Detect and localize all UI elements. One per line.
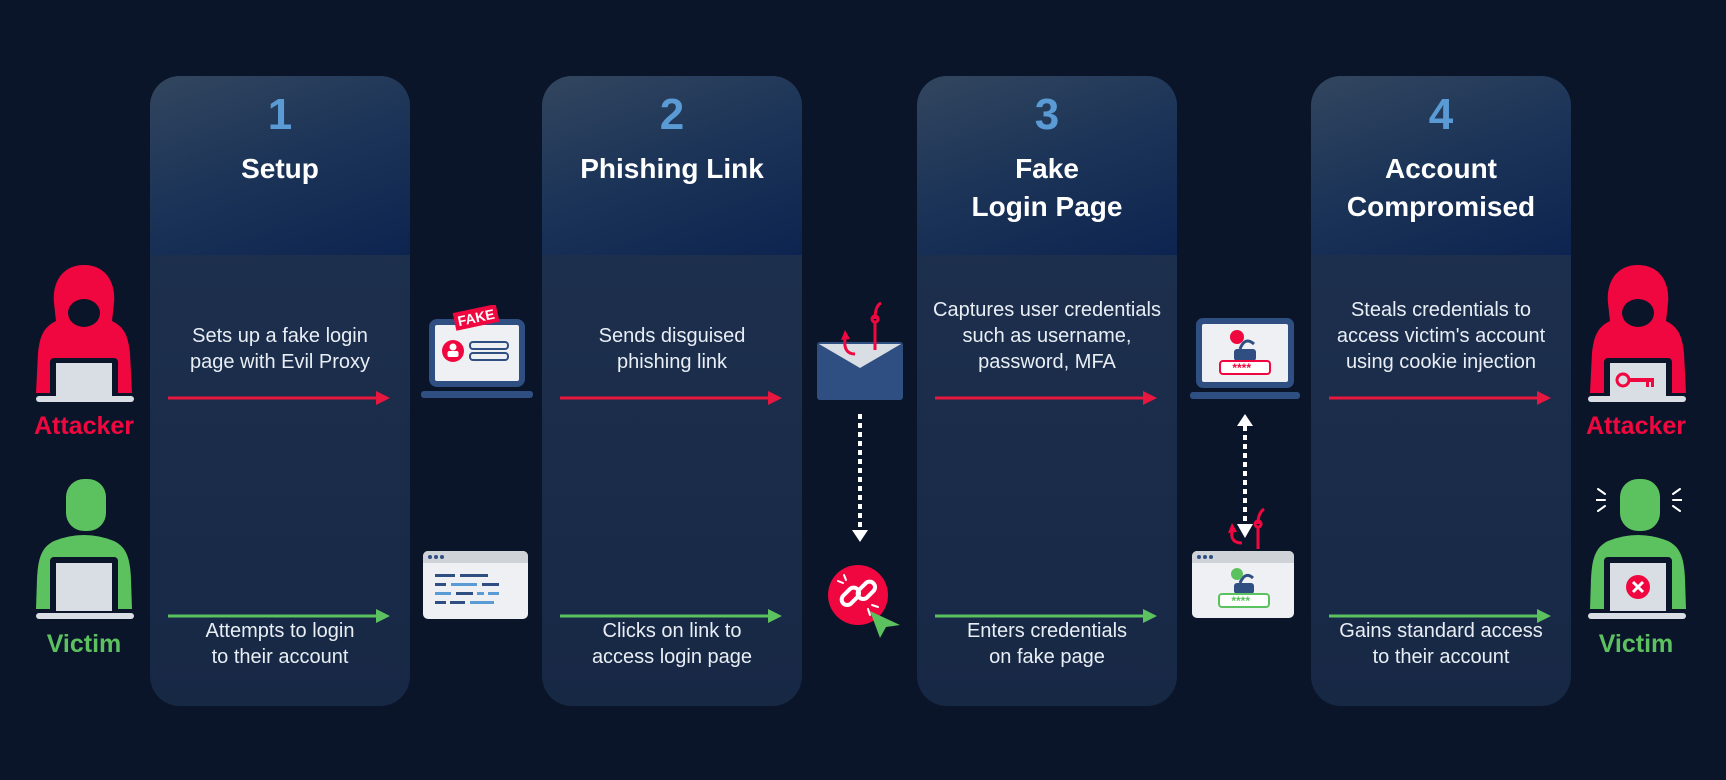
step-1-attacker-text: Sets up a fake login page with Evil Prox… [155, 323, 405, 375]
attacker-hacker-icon [36, 265, 132, 402]
attacker-laptop-base [36, 396, 134, 402]
attacker-label-left: Attacker [33, 412, 135, 440]
step-4-title: Account Compromised [1311, 150, 1571, 226]
step-4-title-line: Account [1385, 153, 1497, 184]
text-line: Steals credentials to [1350, 299, 1532, 321]
text-line: Enters credentials [966, 620, 1128, 642]
text-line: password, MFA [978, 351, 1116, 373]
step-4-attacker-text: Steals credentials to access victim's ac… [1311, 297, 1571, 375]
text-line: access login page [591, 646, 753, 668]
phishing-email-hook-icon [817, 301, 903, 400]
broken-link-click-icon [828, 565, 900, 638]
text-line: Sends disguised [598, 325, 746, 347]
step-1-title-line: Setup [241, 153, 319, 184]
step-3-attacker-text: Captures user credentials such as userna… [917, 297, 1177, 375]
step-2-title: Phishing Link [542, 150, 802, 188]
step-4-title-line: Compromised [1346, 191, 1536, 222]
step-4-column: 4 Account Compromised Steals credentials… [1311, 76, 1571, 706]
attacker-label-right: Attacker [1585, 412, 1687, 440]
step-3-victim-text: Enters credentials on fake page [922, 618, 1172, 670]
step-1-victim-text: Attempts to login to their account [155, 618, 405, 670]
alarm-lines-icon [1596, 488, 1682, 512]
text-line: phishing link [616, 351, 728, 373]
text-line: Captures user credentials [933, 299, 1161, 321]
text-line: such as username, [962, 325, 1132, 347]
step-1-column: 1 Setup Sets up a fake login page with E… [150, 76, 410, 706]
text-line: access victim's account [1336, 325, 1546, 347]
step-2-attacker-text: Sends disguised phishing link [547, 323, 797, 375]
attacker-arrow-3 [935, 391, 1157, 405]
step-3-title: Fake Login Page [917, 150, 1177, 226]
step-3-number: 3 [1034, 90, 1060, 139]
step-1-number: 1 [267, 90, 293, 139]
victim-label-left: Victim [46, 630, 122, 658]
text-line: Attempts to login [205, 620, 355, 642]
attacker-arrow-1 [168, 391, 390, 405]
attacker-arrow-4 [1329, 391, 1551, 405]
step-3-header: 3 Fake Login Page [917, 76, 1177, 255]
step-4-number: 4 [1428, 90, 1454, 139]
step-2-number: 2 [659, 90, 685, 139]
attacker-laptop-base-right [1588, 396, 1686, 402]
victim-laptop-base-right [1588, 613, 1686, 619]
step-3-title-line: Login Page [971, 191, 1123, 222]
victim-arrow-3 [935, 609, 1157, 623]
credential-capture-laptop-icon: ****_ [1190, 318, 1300, 399]
step-3-column: 3 Fake Login Page Captures user credenti… [917, 76, 1177, 706]
fake-login-laptop-icon: FAKE [421, 305, 533, 398]
step-4-header: 4 Account Compromised [1311, 76, 1571, 255]
fake-page-credential-entry-icon: ****_ [1192, 507, 1294, 618]
dotted-arrow-bidirectional [1237, 414, 1253, 538]
fake-badge-text: FAKE [456, 306, 496, 329]
step-3-title-line: Fake [1015, 153, 1079, 184]
victim-label-right: Victim [1598, 630, 1674, 658]
step-1-title: Setup [150, 150, 410, 188]
victim-laptop-base [36, 613, 134, 619]
step-2-header: 2 Phishing Link [542, 76, 802, 255]
step-1-header: 1 Setup [150, 76, 410, 255]
text-line: Clicks on link to [602, 620, 742, 642]
text-line: Gains standard access [1339, 620, 1543, 642]
text-line: Sets up a fake login [192, 325, 368, 347]
text-line: on fake page [989, 646, 1105, 668]
dotted-arrow-down [852, 414, 868, 542]
victim-arrow-4 [1329, 609, 1551, 623]
text-line: to their account [1372, 646, 1510, 668]
step-2-victim-text: Clicks on link to access login page [547, 618, 797, 670]
text-line: using cookie injection [1345, 351, 1537, 373]
step-2-title-line: Phishing Link [580, 153, 764, 184]
step-2-column: 2 Phishing Link Sends disguised phishing… [542, 76, 802, 706]
step-4-victim-text: Gains standard access to their account [1316, 618, 1566, 670]
text-line: page with Evil Proxy [189, 351, 371, 373]
svg-text:****_: ****_ [1231, 594, 1257, 608]
victim-person-icon [36, 479, 132, 615]
attacker-arrow-2 [560, 391, 782, 405]
victim-arrow-2 [560, 609, 782, 623]
victim-arrow-1 [168, 609, 390, 623]
svg-text:****_: ****_ [1232, 361, 1258, 375]
victim-alarmed-person-icon [1590, 479, 1686, 615]
text-line: to their account [211, 646, 349, 668]
attacker-hacker-with-key-icon [1590, 265, 1686, 402]
login-browser-window-icon [423, 551, 528, 619]
